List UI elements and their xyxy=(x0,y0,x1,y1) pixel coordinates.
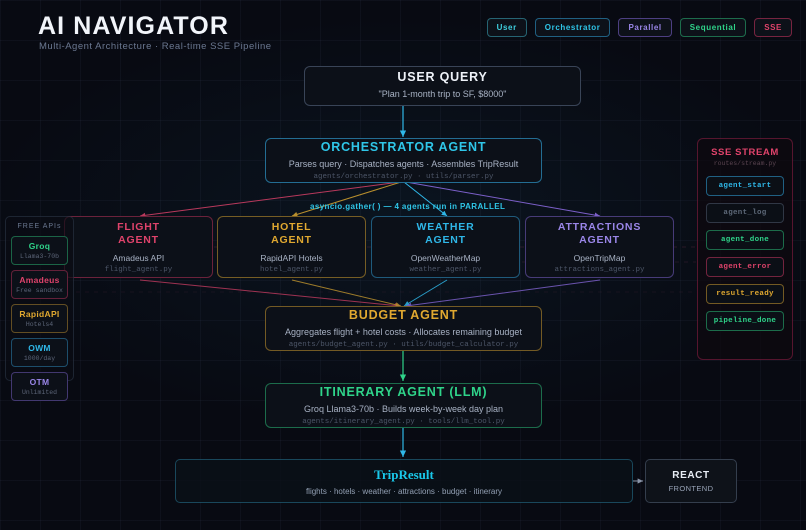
legend-badge-sequential[interactable]: Sequential xyxy=(679,18,747,37)
page-subtitle: Multi-Agent Architecture · Real-time SSE… xyxy=(39,41,272,52)
user-query-detail: "Plan 1-month trip to SF, $8000" xyxy=(378,88,507,99)
api-item-rapidapi[interactable]: RapidAPI Hotels4 xyxy=(11,304,68,333)
react-subtitle: FRONTEND xyxy=(668,483,714,493)
sse-event-result-ready[interactable]: result_ready xyxy=(706,284,784,304)
agent-title-line1: HOTEL xyxy=(271,220,312,233)
api-item-name: OWM xyxy=(28,343,51,353)
node-user-query[interactable]: USER QUERY "Plan 1-month trip to SF, $80… xyxy=(304,66,581,106)
node-trip-result[interactable]: TripResult flights · hotels · weather · … xyxy=(175,459,633,503)
sse-event-agent-error[interactable]: agent_error xyxy=(706,257,784,277)
api-item-otm[interactable]: OTM Unlimited xyxy=(11,372,68,401)
legend-badge-sse[interactable]: SSE xyxy=(754,18,792,37)
node-react-frontend[interactable]: REACT FRONTEND xyxy=(645,459,737,503)
agent-detail: Amadeus API xyxy=(112,252,165,263)
legend-badge-parallel[interactable]: Parallel xyxy=(618,18,672,37)
trip-result-title: TripResult xyxy=(374,466,434,482)
api-item-owm[interactable]: OWM 1000/day xyxy=(11,338,68,367)
agent-file: flight_agent.py xyxy=(104,265,173,274)
agent-file: weather_agent.py xyxy=(409,265,482,274)
sse-file: routes/stream.py xyxy=(713,160,777,167)
api-item-name: RapidAPI xyxy=(19,309,60,319)
api-item-name: OTM xyxy=(29,377,50,387)
legend-badge-orchestrator[interactable]: Orchestrator xyxy=(534,18,611,37)
user-query-title: USER QUERY xyxy=(397,69,488,84)
api-item-value: 1000/day xyxy=(23,355,56,362)
orchestrator-title: ORCHESTRATOR AGENT xyxy=(320,140,487,154)
budget-files: agents/budget_agent.py · utils/budget_ca… xyxy=(288,341,519,349)
free-apis-heading: FREE APIs xyxy=(17,223,62,230)
agent-title-line1: FLIGHT xyxy=(117,220,160,233)
trip-result-detail: flights · hotels · weather · attractions… xyxy=(305,486,503,496)
agent-title-line2: AGENT xyxy=(425,233,466,246)
parallel-annotation: asyncio.gather( ) — 4 agents run in PARA… xyxy=(310,202,506,211)
sse-event-agent-log[interactable]: agent_log xyxy=(706,203,784,223)
api-item-value: Llama3-70b xyxy=(19,253,59,260)
budget-title: BUDGET AGENT xyxy=(348,308,459,322)
agent-detail: OpenTripMap xyxy=(573,252,626,263)
legend: User Orchestrator Parallel Sequential SSE xyxy=(486,18,792,37)
api-item-value: Free sandbox xyxy=(16,287,63,294)
agent-title-line1: WEATHER xyxy=(416,220,475,233)
legend-badge-user[interactable]: User xyxy=(486,18,527,37)
agent-file: attractions_agent.py xyxy=(554,265,645,274)
itinerary-detail: Groq Llama3-70b · Builds week-by-week da… xyxy=(303,404,504,414)
sse-event-list: agent_start agent_log agent_done agent_erro… xyxy=(706,176,784,331)
api-item-value: Unlimited xyxy=(21,389,58,396)
agent-title-line1: ATTRACTIONS xyxy=(557,220,642,233)
orchestrator-detail: Parses query · Dispatches agents · Assem… xyxy=(288,159,519,169)
agent-title-line2: AGENT xyxy=(118,233,159,246)
budget-detail: Aggregates flight + hotel costs · Alloca… xyxy=(285,327,522,337)
itinerary-files: agents/itinerary_agent.py · tools/llm_to… xyxy=(302,418,505,426)
node-budget-agent[interactable]: BUDGET AGENT Aggregates flight + hotel c… xyxy=(265,306,542,351)
api-item-value: Hotels4 xyxy=(25,321,54,328)
node-orchestrator-agent[interactable]: ORCHESTRATOR AGENT Parses query · Dispat… xyxy=(265,138,542,183)
api-item-name: Groq xyxy=(28,241,51,251)
sse-event-pipeline-done[interactable]: pipeline_done xyxy=(706,311,784,331)
sse-event-agent-start[interactable]: agent_start xyxy=(706,176,784,196)
agent-detail: RapidAPI Hotels xyxy=(260,252,323,263)
agent-detail: OpenWeatherMap xyxy=(410,252,481,263)
react-title: REACT xyxy=(672,469,710,481)
node-itinerary-agent[interactable]: ITINERARY AGENT (LLM) Groq Llama3-70b · … xyxy=(265,383,542,428)
api-item-name: Amadeus xyxy=(19,275,60,285)
page-title: AI NAVIGATOR xyxy=(38,12,229,40)
orchestrator-files: agents/orchestrator.py · utils/parser.py xyxy=(313,173,494,181)
agent-title-line2: AGENT xyxy=(579,233,620,246)
agent-title-line2: AGENT xyxy=(271,233,312,246)
itinerary-title: ITINERARY AGENT (LLM) xyxy=(319,385,488,399)
sse-event-agent-done[interactable]: agent_done xyxy=(706,230,784,250)
sse-heading: SSE STREAM xyxy=(711,147,779,158)
agent-file: hotel_agent.py xyxy=(259,265,323,274)
